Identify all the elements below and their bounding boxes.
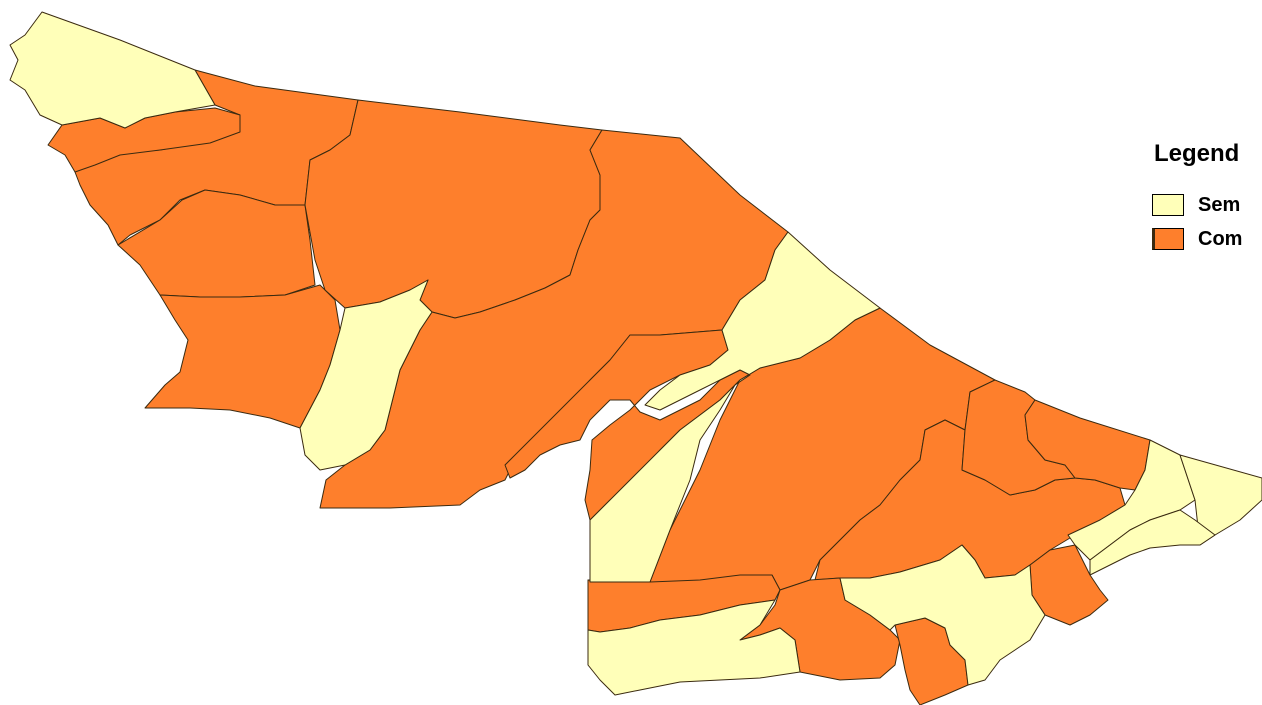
region-east-edge-3[interactable] (1089, 509, 1216, 576)
regions-com (47, 69, 1151, 705)
legend-swatch-sem (1152, 194, 1184, 216)
regions-sem (9, 11, 1262, 696)
legend: Legend Sem Com (1152, 140, 1262, 256)
legend-item-sem: Sem (1152, 188, 1262, 222)
legend-swatch-com (1152, 228, 1184, 250)
region-west-central-river[interactable] (299, 279, 433, 471)
region-north-corridor[interactable] (589, 231, 881, 583)
legend-label-sem: Sem (1198, 193, 1241, 216)
region-south-middle[interactable] (839, 544, 1046, 686)
region-south-west-strip[interactable] (587, 599, 801, 696)
region-far-northwest[interactable] (9, 11, 216, 129)
legend-item-com: Com (1152, 222, 1262, 256)
legend-label-com: Com (1198, 227, 1243, 250)
region-east-edge-2[interactable] (1179, 454, 1262, 546)
legend-title: Legend (1154, 140, 1240, 167)
